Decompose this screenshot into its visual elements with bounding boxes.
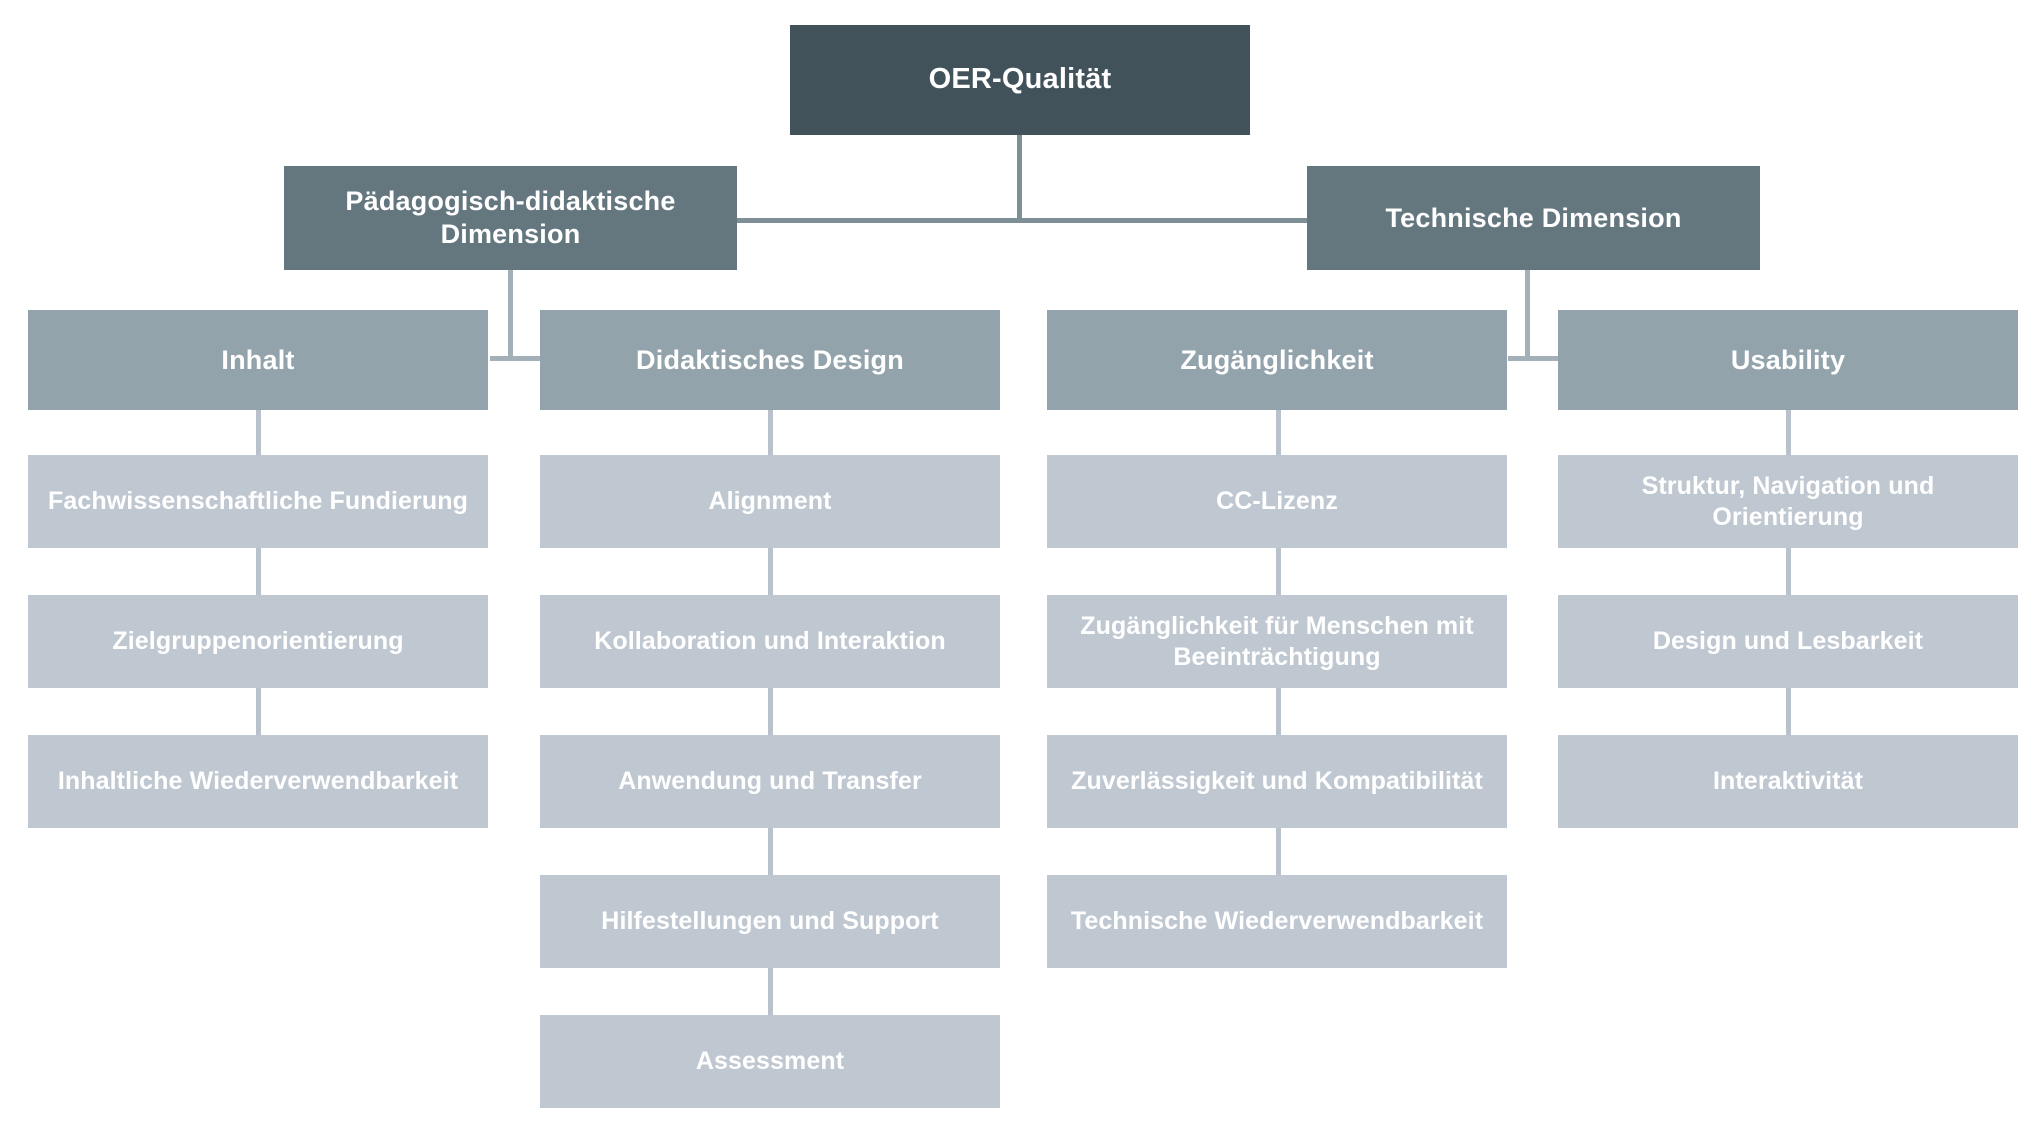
node-criterion-label: Zuverlässigkeit und Kompatibilität <box>1071 767 1483 796</box>
node-dimension-technisch[interactable]: Technische Dimension <box>1307 166 1760 270</box>
node-criterion-label: Hilfestellungen und Support <box>601 907 939 936</box>
node-criterion-label: Inhaltliche Wiederverwendbarkeit <box>57 767 459 796</box>
connector-root-to-bus <box>1017 135 1022 221</box>
node-criterion-label: CC-Lizenz <box>1216 487 1338 516</box>
node-criterion[interactable]: Kollaboration und Interaktion <box>540 595 1000 688</box>
connector-tech-category-bus <box>1508 356 1560 361</box>
node-dimension-label: Technische Dimension <box>1385 202 1682 233</box>
node-dimension-paedagogisch-didaktisch[interactable]: Pädagogisch-didaktische Dimension <box>284 166 737 270</box>
connector-spine-didaktisches-design <box>768 410 773 1032</box>
node-category-label: Didaktisches Design <box>636 344 904 375</box>
node-criterion-label: Zugänglichkeit für Menschen mit Beeinträ… <box>1080 612 1474 671</box>
node-criterion[interactable]: Zielgruppenorientierung <box>28 595 488 688</box>
node-criterion-label: Anwendung und Transfer <box>618 767 922 796</box>
connector-paed-dimension-down <box>508 270 513 360</box>
node-criterion[interactable]: Interaktivität <box>1558 735 2018 828</box>
node-criterion[interactable]: Zuverlässigkeit und Kompatibilität <box>1047 735 1507 828</box>
connector-dimension-bus <box>737 218 1307 223</box>
node-category-zugaenglichkeit[interactable]: Zugänglichkeit <box>1047 310 1507 410</box>
node-criterion[interactable]: Inhaltliche Wiederverwendbarkeit <box>28 735 488 828</box>
node-criterion[interactable]: Design und Lesbarkeit <box>1558 595 2018 688</box>
node-criterion-label: Kollaboration und Interaktion <box>594 627 946 656</box>
node-criterion[interactable]: Hilfestellungen und Support <box>540 875 1000 968</box>
connector-paed-category-bus <box>490 356 542 361</box>
node-criterion[interactable]: Anwendung und Transfer <box>540 735 1000 828</box>
node-criterion-label: Assessment <box>695 1047 845 1076</box>
node-criterion-label: Zielgruppenorientierung <box>112 627 404 656</box>
node-root-label: OER-Qualität <box>928 63 1112 96</box>
node-category-didaktisches-design[interactable]: Didaktisches Design <box>540 310 1000 410</box>
node-criterion[interactable]: Assessment <box>540 1015 1000 1108</box>
node-criterion-label: Design und Lesbarkeit <box>1652 627 1924 656</box>
node-criterion-label: Struktur, Navigation und Orientierung <box>1641 472 1935 531</box>
node-criterion-label: Alignment <box>708 487 832 516</box>
node-criterion[interactable]: Alignment <box>540 455 1000 548</box>
node-criterion-label: Interaktivität <box>1712 767 1864 796</box>
node-category-label: Zugänglichkeit <box>1180 344 1374 375</box>
node-criterion-label: Technische Wiederverwendbarkeit <box>1070 907 1484 936</box>
node-category-label: Usability <box>1730 344 1846 375</box>
node-criterion[interactable]: Fachwissenschaftliche Fundierung <box>28 455 488 548</box>
node-criterion[interactable]: Struktur, Navigation und Orientierung <box>1558 455 2018 548</box>
node-criterion[interactable]: Technische Wiederverwendbarkeit <box>1047 875 1507 968</box>
node-dimension-label: Pädagogisch-didaktische Dimension <box>345 186 676 249</box>
node-category-inhalt[interactable]: Inhalt <box>28 310 488 410</box>
node-category-usability[interactable]: Usability <box>1558 310 2018 410</box>
node-criterion[interactable]: CC-Lizenz <box>1047 455 1507 548</box>
node-criterion-label: Fachwissenschaftliche Fundierung <box>48 487 468 516</box>
node-category-label: Inhalt <box>221 344 295 375</box>
node-criterion[interactable]: Zugänglichkeit für Menschen mit Beeinträ… <box>1047 595 1507 688</box>
node-root-oer-qualitaet[interactable]: OER-Qualität <box>790 25 1250 135</box>
connector-tech-dimension-down <box>1525 270 1530 360</box>
